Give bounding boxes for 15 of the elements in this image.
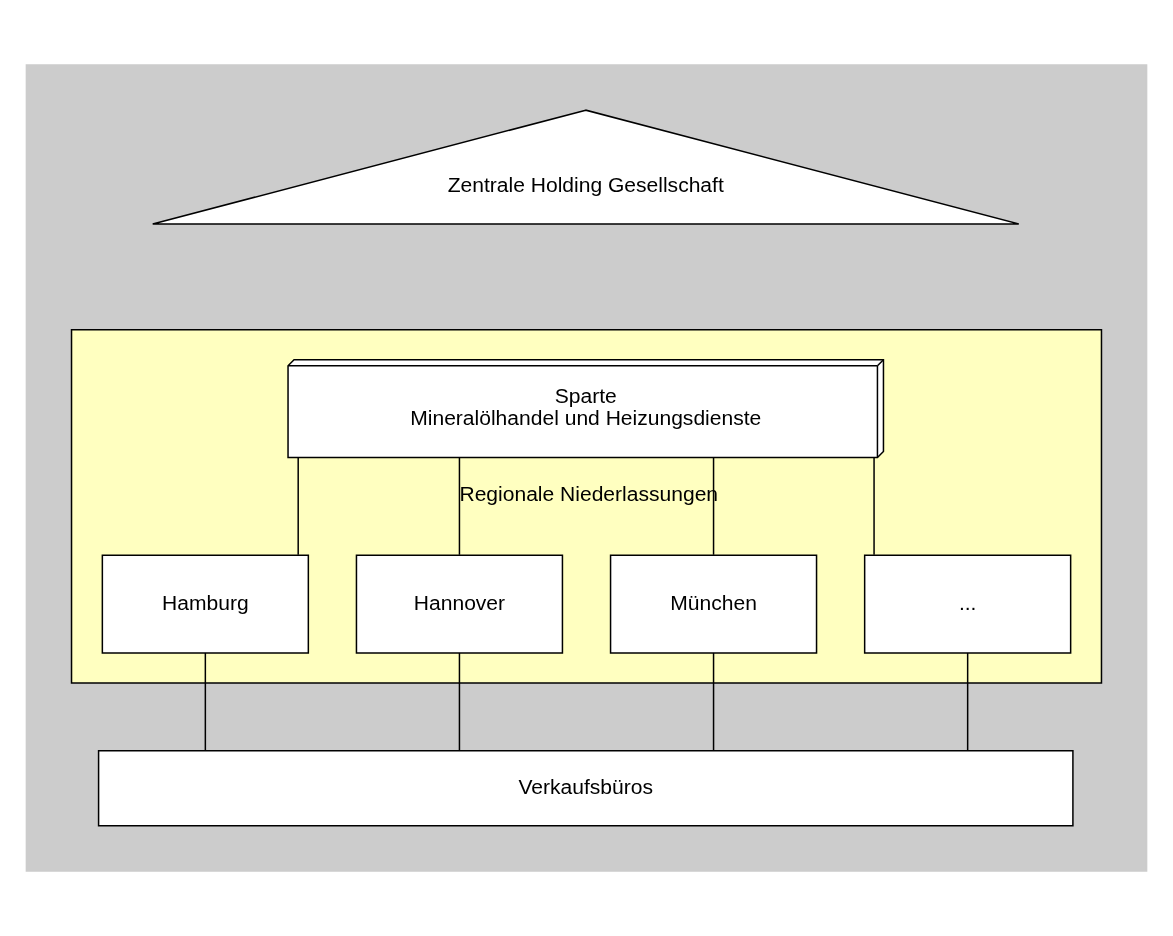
connector bbox=[712, 652, 715, 751]
node-box: Hamburg bbox=[101, 554, 310, 654]
connector bbox=[712, 457, 715, 556]
node-box: München bbox=[609, 554, 818, 654]
connector bbox=[204, 652, 207, 751]
connector bbox=[458, 457, 461, 556]
connector bbox=[458, 652, 461, 751]
connector bbox=[966, 652, 969, 751]
node-box: Verkaufsbüros bbox=[97, 749, 1074, 827]
node-box: Hannover bbox=[355, 554, 564, 654]
node-box: ... bbox=[863, 554, 1072, 654]
connector bbox=[873, 457, 875, 556]
cluster bbox=[25, 64, 1148, 872]
connector bbox=[297, 457, 299, 556]
cluster bbox=[70, 328, 1103, 684]
